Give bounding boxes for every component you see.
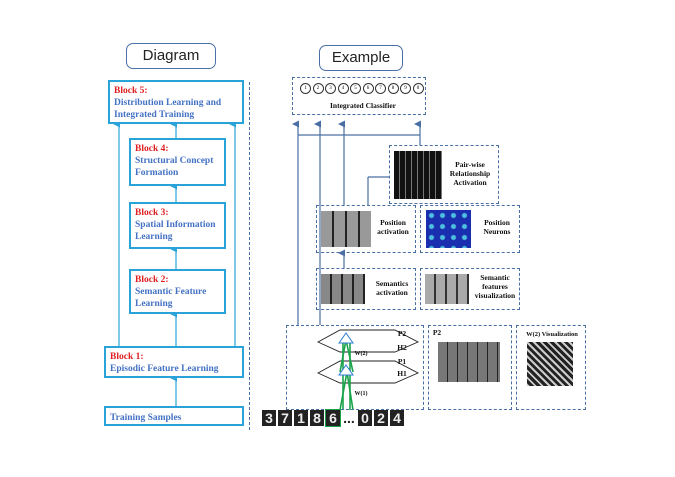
classifier-label: Integrated Classifier <box>329 101 397 110</box>
h1-label: H1 <box>397 369 407 378</box>
digit-sample: 7 <box>278 410 292 426</box>
block-5: Block 5: Distribution Learning and Integ… <box>108 80 244 124</box>
classifier-node: 1 <box>300 83 311 94</box>
classifier-node: 5 <box>350 83 361 94</box>
position-activation-box: Position activation <box>316 205 416 253</box>
block-3-text: Spatial Information Learning <box>135 220 216 242</box>
digit-sample: 4 <box>390 410 404 426</box>
w2-vis-label: W(2) Visualization <box>526 331 578 338</box>
training-samples-label: Training Samples <box>110 413 182 423</box>
w2-vis-thumbnail <box>527 342 573 386</box>
example-header: Example <box>319 45 403 71</box>
block-4-text: Structural Concept Formation <box>135 156 214 178</box>
block-2: Block 2: Semantic Feature Learning <box>129 269 226 314</box>
semantics-activation-label: Semantics activation <box>375 279 409 297</box>
block-1-title: Block 1: <box>110 352 144 362</box>
semantics-activation-box: Semantics activation <box>316 268 416 310</box>
classifier-node: 7 <box>375 83 386 94</box>
pairwise-label: Pair-wise Relationship Activation <box>449 160 491 187</box>
w2-vis-panel: W(2) Visualization <box>516 325 586 410</box>
classifier-node: 6 <box>362 83 374 94</box>
classifier-node: 0 <box>412 83 424 94</box>
block-1: Block 1: Episodic Feature Learning <box>104 346 244 378</box>
w1-label: W(1) <box>354 391 368 397</box>
block-2-title: Block 2: <box>135 275 169 285</box>
digit-ellipsis: ... <box>343 410 355 426</box>
position-activation-thumbnail <box>321 211 371 247</box>
w2-label: W(2) <box>354 351 368 357</box>
digit-sample: 0 <box>358 410 372 426</box>
digit-sample: 1 <box>294 410 308 426</box>
classifier-node: 4 <box>337 83 349 94</box>
position-neurons-box: Position Neurons <box>420 205 520 253</box>
p1-label: P1 <box>397 357 407 366</box>
h2-label: H2 <box>397 343 407 352</box>
position-activation-label: Position activation <box>377 218 409 236</box>
classifier-node: 3 <box>325 83 336 94</box>
diagram-header: Diagram <box>126 43 216 69</box>
p2-panel-label: P2 <box>432 328 442 337</box>
block-3-title: Block 3: <box>135 208 169 218</box>
block-2-text: Semantic Feature Learning <box>135 287 207 309</box>
semantic-features-box: Semantic features visualization <box>420 268 520 310</box>
position-neurons-thumbnail <box>426 210 471 248</box>
episodic-box: P2 H2 W(2) P1 H1 W(1) <box>286 325 424 410</box>
column-separator <box>249 82 250 430</box>
semantic-features-label: Semantic features visualization <box>474 273 516 300</box>
classifier-nodes: 1 2 3 4 5 6 7 8 9 0 <box>300 83 424 94</box>
block-5-title: Block 5: <box>114 86 148 96</box>
digit-sample: 2 <box>374 410 388 426</box>
block-4-title: Block 4: <box>135 144 169 154</box>
semantics-activation-thumbnail <box>321 274 365 304</box>
block-1-text: Episodic Feature Learning <box>110 364 219 374</box>
semantic-features-thumbnail <box>425 274 469 304</box>
classifier-node: 8 <box>387 83 399 94</box>
p2-panel-thumbnail <box>438 342 500 382</box>
classifier-node: 9 <box>400 83 411 94</box>
training-samples-block: Training Samples <box>104 406 244 426</box>
pairwise-box: Pair-wise Relationship Activation <box>389 145 499 204</box>
p2-label: P2 <box>397 329 407 338</box>
digit-strip: 3 7 1 8 6 ... 0 2 4 <box>262 409 404 427</box>
classifier-box: 1 2 3 4 5 6 7 8 9 0 Integrated Classifie… <box>292 77 426 115</box>
block-5-text: Distribution Learning and Integrated Tra… <box>114 98 222 120</box>
pairwise-thumbnail <box>394 151 442 199</box>
block-4: Block 4: Structural Concept Formation <box>129 138 226 186</box>
digit-sample: 6 <box>325 409 341 427</box>
position-neurons-label: Position Neurons <box>483 218 511 236</box>
classifier-node: 2 <box>312 83 324 94</box>
digit-sample: 8 <box>310 410 324 426</box>
digit-sample: 3 <box>262 410 276 426</box>
p2-panel: P2 <box>428 325 512 410</box>
block-3: Block 3: Spatial Information Learning <box>129 202 226 249</box>
